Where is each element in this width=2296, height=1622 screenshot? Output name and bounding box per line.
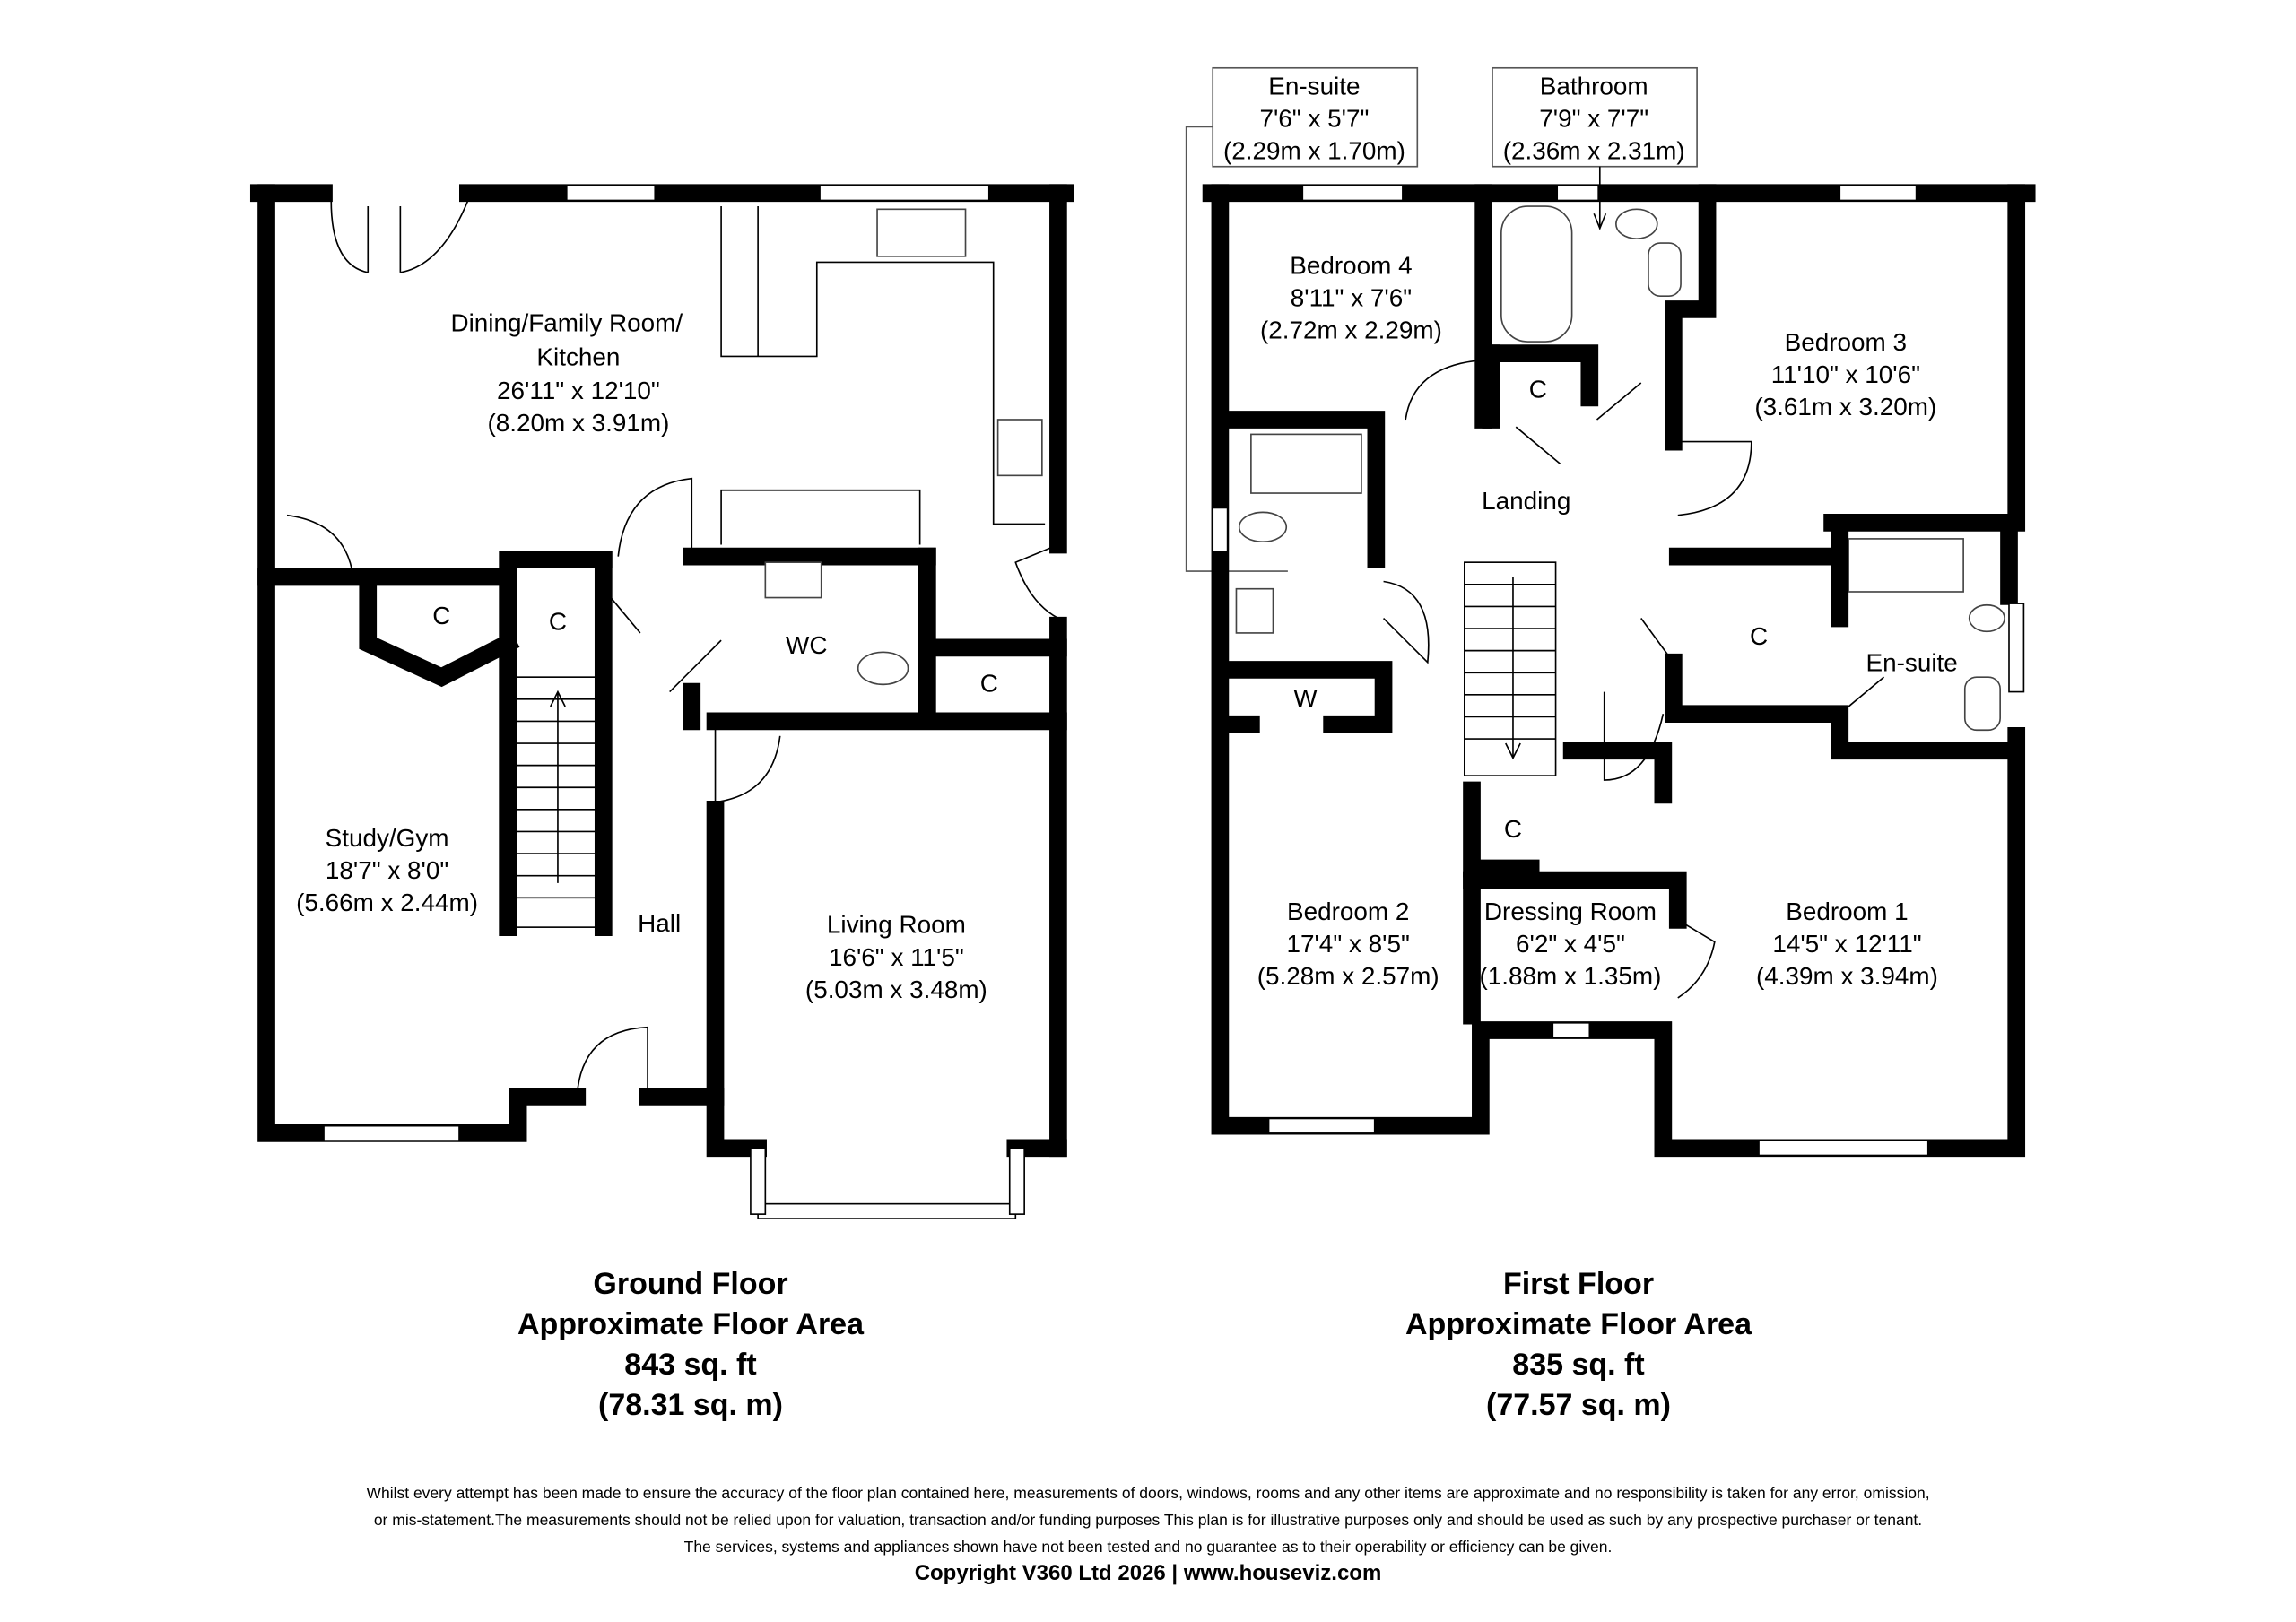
cupboard-label: C [980, 670, 998, 698]
toilet-icon [1238, 511, 1288, 543]
bedroom4-imperial: 8'11" x 7'6" [1291, 284, 1412, 312]
cupboard-label: C [432, 602, 450, 629]
cupboards [359, 568, 1067, 688]
copyright: Copyright V360 Ltd 2026 | www.houseviz.c… [914, 1561, 1382, 1585]
living-metric: (5.03m x 3.48m) [805, 976, 987, 1003]
wardrobe-label: W [1293, 684, 1318, 712]
callouts [1185, 66, 1698, 572]
wc-label: WC [786, 631, 827, 659]
landing-label: Landing [1482, 487, 1570, 515]
disclaimer-line: The services, systems and appliances sho… [683, 1538, 1613, 1556]
stairs [1464, 561, 1557, 776]
sink-icon [876, 208, 967, 257]
cupboard-label: C [1504, 815, 1522, 843]
ensuite-label: En-suite [1866, 649, 1958, 677]
basin-icon [1235, 587, 1274, 634]
toilet-icon [857, 651, 909, 686]
first-floor-summary: First Floor Approximate Floor Area 835 s… [1309, 1264, 1848, 1426]
doors [1382, 360, 1885, 999]
doors [286, 200, 1059, 1097]
living-imperial: 16'6" x 11'5" [829, 943, 964, 971]
basin-icon [1963, 676, 2001, 732]
wc-basin-icon [764, 561, 822, 599]
bedroom3-imperial: 11'10" x 10'6" [1771, 360, 1920, 388]
summary-sqft: 835 sq. ft [1512, 1348, 1645, 1382]
shower-icon [1250, 433, 1362, 494]
bath-icon [1500, 205, 1573, 343]
bedroom2-name: Bedroom 2 [1287, 898, 1409, 925]
study-metric: (5.66m x 2.44m) [296, 889, 478, 916]
ground-floor-plan: Dining/Family Room/ Kitchen 26'11" x 12'… [249, 184, 1074, 1219]
summary-title: Ground Floor [593, 1267, 788, 1301]
windows [323, 185, 1025, 1219]
cupboard-label: C [549, 608, 567, 636]
ground-floor-summary: Ground Floor Approximate Floor Area 843 … [422, 1264, 960, 1426]
kitchen-name-2: Kitchen [536, 343, 620, 370]
study-name: Study/Gym [326, 824, 449, 852]
first-floor-plan: En-suite 7'6" x 5'7" (2.29m x 1.70m) Bat… [1185, 66, 2036, 1158]
bedroom1-metric: (4.39m x 3.94m) [1756, 962, 1938, 990]
summary-sqm: (77.57 sq. m) [1486, 1388, 1671, 1422]
ensuite-callout-metric: (2.29m x 1.70m) [1223, 137, 1405, 165]
cupboard-label: C [1529, 375, 1547, 403]
ensuite-callout-imperial: 7'6" x 5'7" [1259, 104, 1369, 132]
bedroom1-name: Bedroom 1 [1786, 898, 1908, 925]
toilet-icon [1968, 603, 2005, 633]
fixtures [1235, 205, 2005, 732]
bedroom2-metric: (5.28m x 2.57m) [1257, 962, 1439, 990]
hall-label: Hall [638, 909, 681, 937]
bedroom3-name: Bedroom 3 [1785, 328, 1907, 356]
cupboard-label: C [1750, 622, 1768, 650]
kitchen-imperial: 26'11" x 12'10" [497, 377, 660, 404]
kitchen-units [720, 206, 1046, 686]
summary-title: First Floor [1502, 1267, 1655, 1301]
dressing-metric: (1.88m x 1.35m) [1479, 962, 1661, 990]
dressing-imperial: 6'2" x 4'5" [1516, 930, 1625, 958]
kitchen-metric: (8.20m x 3.91m) [487, 409, 669, 437]
study-imperial: 18'7" x 8'0" [326, 856, 448, 884]
bedroom2-imperial: 17'4" x 8'5" [1286, 930, 1409, 958]
summary-subtitle: Approximate Floor Area [517, 1307, 865, 1341]
bedroom4-metric: (2.72m x 2.29m) [1260, 317, 1442, 344]
bathroom-callout-imperial: 7'9" x 7'7" [1539, 104, 1648, 132]
basin-icon [1648, 242, 1682, 297]
bedroom4-name: Bedroom 4 [1290, 252, 1412, 280]
bathroom-callout-metric: (2.36m x 2.31m) [1503, 137, 1685, 165]
ensuite-callout-name: En-suite [1268, 72, 1360, 100]
summary-subtitle: Approximate Floor Area [1405, 1307, 1752, 1341]
bathroom-callout-name: Bathroom [1540, 72, 1648, 100]
disclaimer: Whilst every attempt has been made to en… [0, 1479, 2296, 1587]
bedroom3-metric: (3.61m x 3.20m) [1754, 393, 1936, 421]
shower-icon [1848, 538, 1964, 593]
bedroom1-imperial: 14'5" x 12'11" [1772, 930, 1921, 958]
toilet-icon [1615, 208, 1658, 239]
disclaimer-line: Whilst every attempt has been made to en… [366, 1484, 1930, 1502]
dressing-name: Dressing Room [1484, 898, 1657, 925]
summary-sqm: (78.31 sq. m) [598, 1388, 783, 1422]
kitchen-name-1: Dining/Family Room/ [450, 309, 683, 337]
living-name: Living Room [827, 911, 966, 939]
summary-sqft: 843 sq. ft [624, 1348, 757, 1382]
stairs [514, 676, 602, 928]
hob-icon [996, 419, 1043, 477]
windows [1212, 185, 2025, 1157]
disclaimer-line: or mis-statement.The measurements should… [373, 1511, 1923, 1529]
